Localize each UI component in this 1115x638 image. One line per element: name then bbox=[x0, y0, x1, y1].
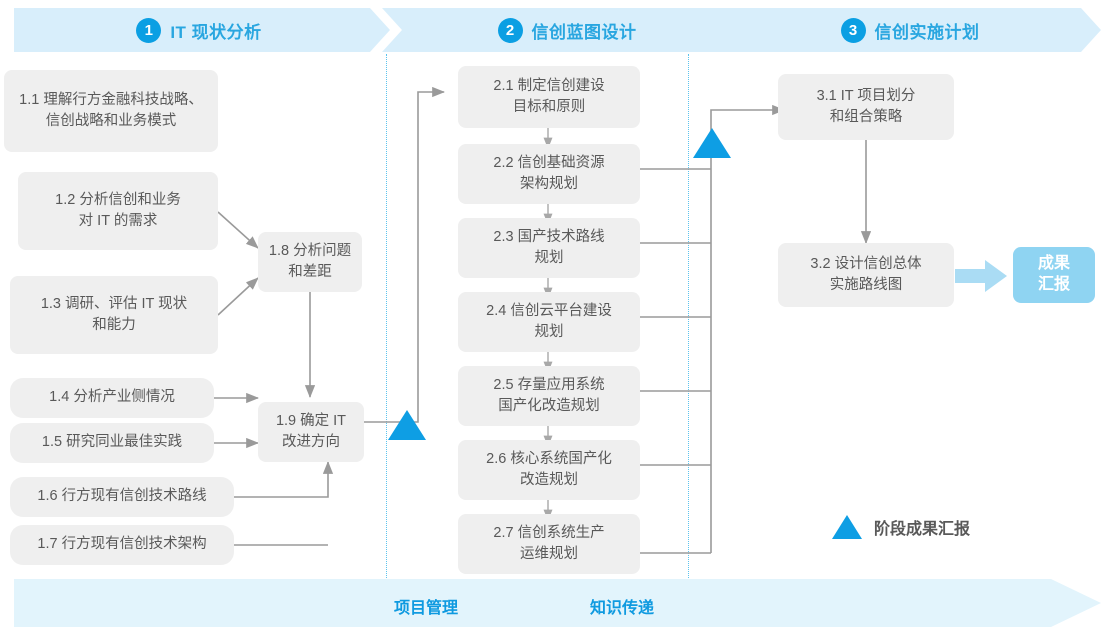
phase-2-number: 2 bbox=[497, 17, 523, 43]
task-box-2-4[interactable]: 2.4 信创云平台建设规划 bbox=[458, 292, 640, 352]
task-box-2-3[interactable]: 2.3 国产技术路线规划 bbox=[458, 218, 640, 278]
phase-3-label: 信创实施计划 bbox=[874, 22, 980, 42]
phase-1-number: 1 bbox=[136, 17, 162, 43]
task-box-1-5[interactable]: 1.5 研究同业最佳实践 bbox=[10, 423, 214, 463]
result-arrow-icon bbox=[955, 260, 1007, 292]
task-box-3-1[interactable]: 3.1 IT 项目划分和组合策略 bbox=[778, 74, 954, 140]
task-box-3-2[interactable]: 3.2 设计信创总体实施路线图 bbox=[778, 243, 954, 307]
task-box-2-6[interactable]: 2.6 核心系统国产化改造规划 bbox=[458, 440, 640, 500]
milestone-triangle-phase1 bbox=[388, 410, 426, 440]
footer-label-project-management: 项目管理 bbox=[394, 600, 459, 617]
task-box-1-2[interactable]: 1.2 分析信创和业务对 IT 的需求 bbox=[18, 172, 218, 250]
task-box-1-1[interactable]: 1.1 理解行方金融科技战略、信创战略和业务模式 bbox=[4, 70, 218, 152]
task-box-1-4[interactable]: 1.4 分析产业侧情况 bbox=[10, 378, 214, 418]
phase-1-label: IT 现状分析 bbox=[170, 22, 262, 42]
task-box-2-7[interactable]: 2.7 信创系统生产运维规划 bbox=[458, 514, 640, 574]
phase-1-content: 1 IT 现状分析 bbox=[136, 17, 262, 43]
task-box-1-8[interactable]: 1.8 分析问题和差距 bbox=[258, 232, 362, 292]
task-box-1-6[interactable]: 1.6 行方现有信创技术路线 bbox=[10, 477, 234, 517]
phase-divider-2 bbox=[688, 54, 689, 578]
task-box-2-5[interactable]: 2.5 存量应用系统国产化改造规划 bbox=[458, 366, 640, 426]
phase-2-content: 2 信创蓝图设计 bbox=[497, 17, 637, 43]
legend-label: 阶段成果汇报 bbox=[874, 521, 971, 538]
task-box-1-7[interactable]: 1.7 行方现有信创技术架构 bbox=[10, 525, 234, 565]
result-report-box[interactable]: 成果汇报 bbox=[1013, 247, 1095, 303]
phase-segment-1[interactable]: 1 IT 现状分析 bbox=[14, 8, 390, 52]
milestone-triangle-phase2 bbox=[693, 128, 731, 158]
phase-3-number: 3 bbox=[840, 17, 866, 43]
phase-2-label: 信创蓝图设计 bbox=[531, 22, 637, 42]
task-box-1-3[interactable]: 1.3 调研、评估 IT 现状和能力 bbox=[10, 276, 218, 354]
footer-band bbox=[14, 579, 1101, 627]
task-box-2-2[interactable]: 2.2 信创基础资源架构规划 bbox=[458, 144, 640, 204]
footer-label-knowledge-transfer: 知识传递 bbox=[590, 600, 655, 617]
milestone-triangle-icon bbox=[832, 515, 862, 539]
phase-3-content: 3 信创实施计划 bbox=[840, 17, 980, 43]
legend: 阶段成果汇报 bbox=[832, 515, 970, 539]
phase-segment-3[interactable]: 3 信创实施计划 bbox=[725, 8, 1101, 52]
phase-segment-2[interactable]: 2 信创蓝图设计 bbox=[382, 8, 758, 52]
phase-header-band: 1 IT 现状分析 2 信创蓝图设计 3 信创实施计划 bbox=[14, 8, 1101, 52]
phase-divider-1 bbox=[386, 54, 387, 578]
task-box-2-1[interactable]: 2.1 制定信创建设目标和原则 bbox=[458, 66, 640, 128]
